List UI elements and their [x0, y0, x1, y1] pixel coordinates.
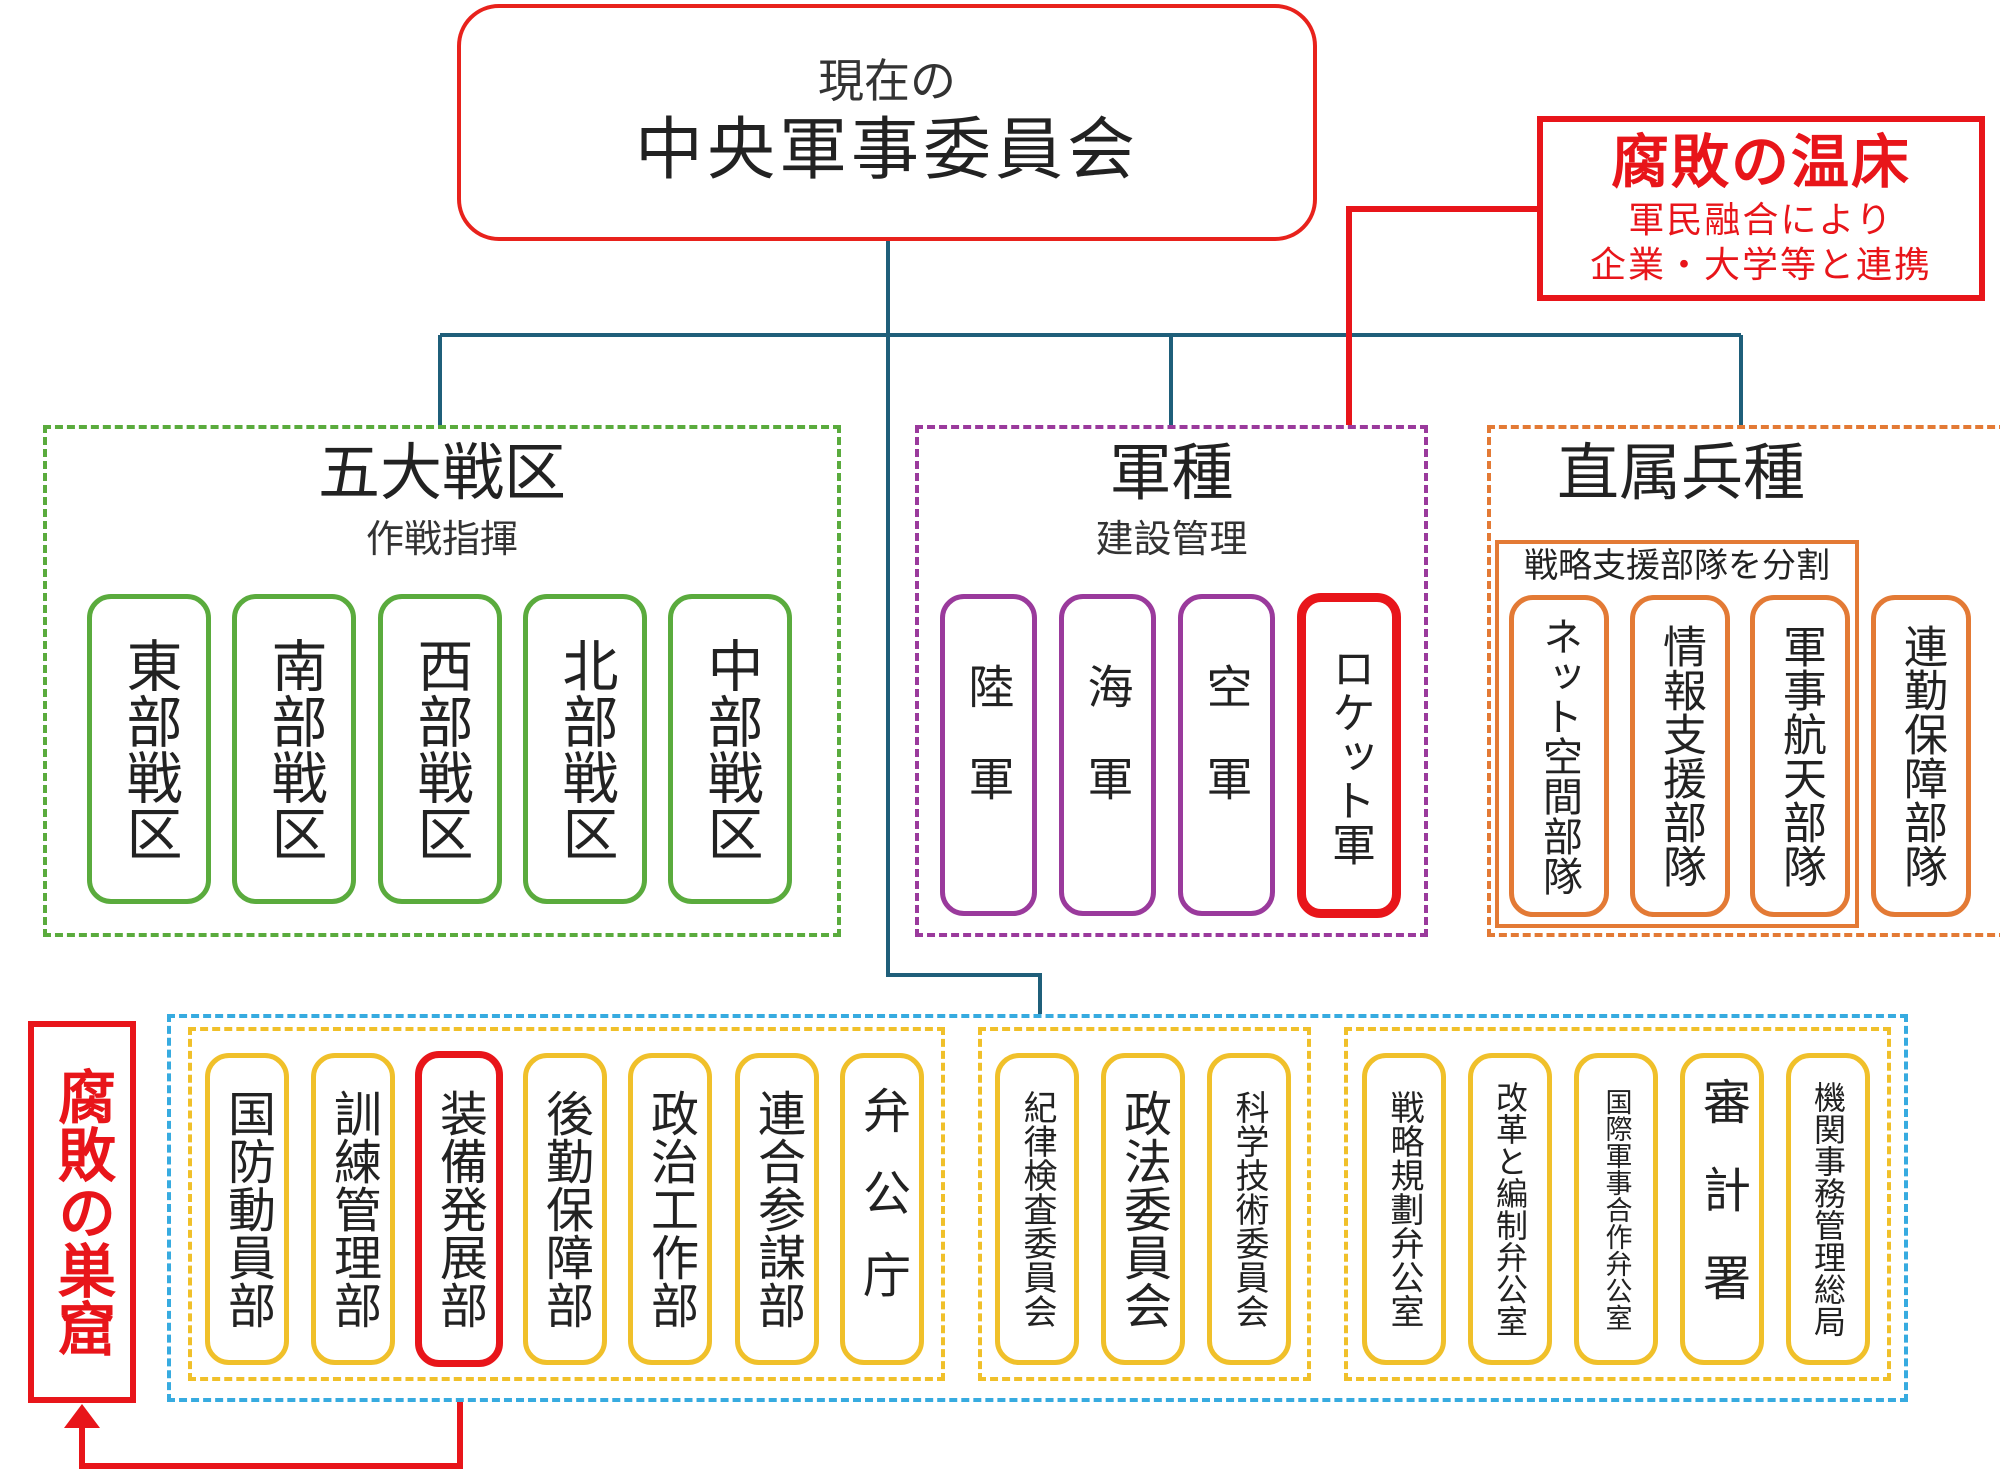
department-item: 政法委員会: [1101, 1053, 1185, 1365]
theater-item: 南部戦区: [232, 594, 356, 904]
theater-item: 中部戦区: [668, 594, 792, 904]
hotbed-line: 企業・大学等と連携: [1589, 245, 1932, 287]
corruption-hotbed-callout: 腐敗の温床 軍民融合により 企業・大学等と連携: [1537, 116, 1985, 301]
branches-subtitle: 建設管理: [1095, 517, 1248, 561]
theater-item-label: 中部戦区: [698, 637, 763, 861]
root-trunk-line: [886, 241, 1042, 1014]
direct-item: 軍事航天部隊: [1750, 595, 1850, 917]
direct-item: ネット空間部隊: [1509, 595, 1609, 917]
direct-item: 連勤保障部隊: [1871, 595, 1971, 917]
branch-item-label: ロケット軍: [1324, 645, 1375, 866]
department-item: 紀律検査委員会: [995, 1053, 1079, 1365]
department-item: 国防動員部: [205, 1053, 289, 1365]
hotbed-line: 軍民融合により: [1628, 199, 1894, 241]
department-label: 政治工作部: [642, 1089, 698, 1329]
strategic-support-split-frame: [1495, 540, 1859, 928]
branch-item: 空軍: [1178, 594, 1275, 916]
department-label: 科学技術委員会: [1229, 1090, 1269, 1328]
theater-title: 五大戦区: [317, 436, 566, 509]
nest-link-line: [79, 1370, 463, 1469]
branches-title: 軍種: [1109, 436, 1234, 509]
department-item: 戦略規劃弁公室: [1362, 1053, 1446, 1365]
root-title: 中央軍事委員会: [634, 111, 1139, 191]
department-item: 機関事務管理総局: [1786, 1053, 1870, 1365]
department-item: 国際軍事合作弁公室: [1574, 1053, 1658, 1365]
root-subtitle: 現在の: [818, 53, 956, 108]
direct-item-label: 連勤保障部隊: [1896, 624, 1947, 888]
department-item: 審計署: [1680, 1053, 1764, 1365]
strategic-support-split-label: 戦略支援部隊を分割: [1524, 546, 1830, 586]
department-item: 改革と編制弁公室: [1468, 1053, 1552, 1365]
department-label: 機関事務管理総局: [1809, 1081, 1847, 1337]
corruption-nest-callout: 腐敗の巣窟: [28, 1021, 136, 1403]
branch-item: 陸軍: [940, 594, 1037, 916]
theater-item: 北部戦区: [523, 594, 647, 904]
department-label: 審計署: [1694, 1077, 1750, 1341]
rocket-force-item: ロケット軍: [1297, 593, 1401, 918]
direct-item-label: 軍事航天部隊: [1775, 624, 1826, 888]
direct-item: 情報支援部隊: [1630, 595, 1730, 917]
direct-title: 直属兵種: [1556, 436, 1805, 509]
theater-item: 東部戦区: [87, 594, 211, 904]
department-label: 後勤保障部: [537, 1089, 593, 1329]
nest-title: 腐敗の巣窟: [48, 1067, 116, 1357]
theater-item-label: 南部戦区: [262, 637, 327, 861]
department-label: 改革と編制弁公室: [1491, 1081, 1529, 1337]
department-label: 戦略規劃弁公室: [1384, 1090, 1424, 1328]
department-item: 政治工作部: [628, 1053, 712, 1365]
branch-item-label: 陸軍: [961, 663, 1016, 847]
department-item: 訓練管理部: [311, 1053, 395, 1365]
department-label: 弁公庁: [854, 1086, 910, 1332]
theater-item: 西部戦区: [378, 594, 502, 904]
department-label: 装備発展部: [431, 1089, 487, 1329]
branch-item: 海軍: [1059, 594, 1156, 916]
direct-item-label: ネット空間部隊: [1536, 616, 1582, 896]
direct-item-label: 情報支援部隊: [1655, 624, 1706, 888]
department-label: 訓練管理部: [325, 1089, 381, 1329]
department-item: 連合参謀部: [735, 1053, 819, 1365]
department-label: 連合参謀部: [749, 1089, 805, 1329]
department-label: 紀律検査委員会: [1017, 1090, 1057, 1328]
theater-item-label: 東部戦区: [117, 637, 182, 861]
branch-item-label: 海軍: [1080, 663, 1135, 847]
department-label: 政法委員会: [1115, 1089, 1171, 1329]
department-item: 後勤保障部: [523, 1053, 607, 1365]
nest-arrow-head: [64, 1404, 100, 1428]
department-item: 科学技術委員会: [1207, 1053, 1291, 1365]
central-military-commission-node: 現在の 中央軍事委員会: [457, 4, 1317, 241]
theater-item-label: 北部戦区: [553, 637, 618, 861]
department-label: 国際軍事合作弁公室: [1600, 1087, 1632, 1331]
equipment-development-department: 装備発展部: [415, 1051, 503, 1367]
department-label: 国防動員部: [219, 1089, 275, 1329]
department-item: 弁公庁: [840, 1053, 924, 1365]
theater-subtitle: 作戦指揮: [365, 517, 518, 561]
branch-item-label: 空軍: [1199, 663, 1254, 847]
theater-item-label: 西部戦区: [408, 637, 473, 861]
hotbed-title: 腐敗の温床: [1610, 128, 1911, 196]
